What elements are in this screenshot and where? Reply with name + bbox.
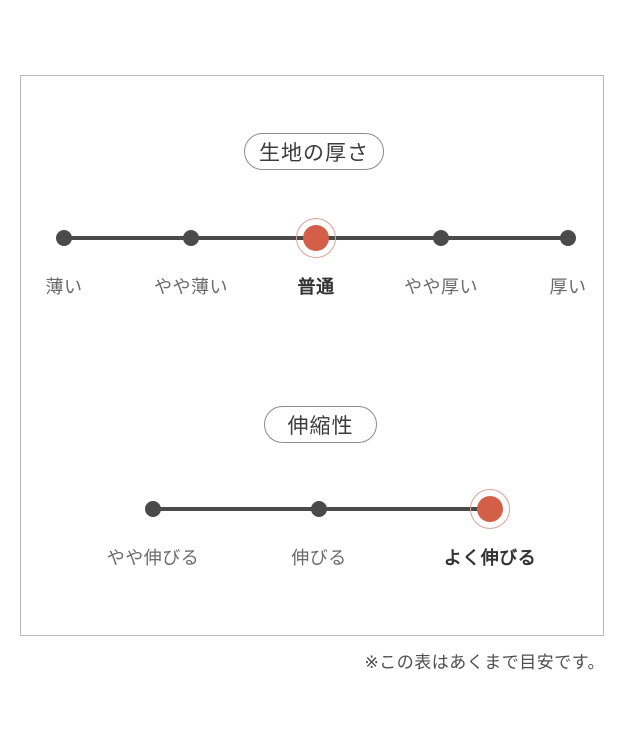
thickness-label-usui: 薄い (45, 277, 83, 297)
thickness-dot-yaya-usui[interactable] (183, 230, 199, 246)
thickness-label-yaya-atsui: やや厚い (404, 277, 478, 297)
stretch-dot-nobiru[interactable] (311, 501, 327, 517)
stretch-dot-yoku-nobiru[interactable] (477, 496, 503, 522)
stretch-label-yoku-nobiru: よく伸びる (443, 548, 537, 568)
stretch-label-nobiru: 伸びる (291, 548, 347, 568)
thickness-dot-usui[interactable] (56, 230, 72, 246)
stretch-active-ring (470, 489, 510, 529)
thickness-label-yaya-usui: やや薄い (154, 277, 228, 297)
scale-title-thickness: 生地の厚さ (244, 133, 384, 170)
scale-title-stretch: 伸縮性 (264, 406, 377, 443)
spec-panel: 生地の厚さ 薄い やや薄い 普通 やや厚い 厚い 伸縮性 やや伸びる 伸びる よ… (20, 75, 604, 636)
thickness-dot-yaya-atsui[interactable] (433, 230, 449, 246)
thickness-label-atsui: 厚い (549, 277, 587, 297)
thickness-active-ring (296, 218, 336, 258)
thickness-dot-futsuu[interactable] (303, 225, 329, 251)
thickness-dot-atsui[interactable] (560, 230, 576, 246)
thickness-label-futsuu: 普通 (297, 277, 335, 297)
footnote: ※この表はあくまで目安です。 (364, 653, 605, 672)
stretch-label-yaya-nobiru: やや伸びる (106, 548, 200, 568)
stretch-dot-yaya-nobiru[interactable] (145, 501, 161, 517)
